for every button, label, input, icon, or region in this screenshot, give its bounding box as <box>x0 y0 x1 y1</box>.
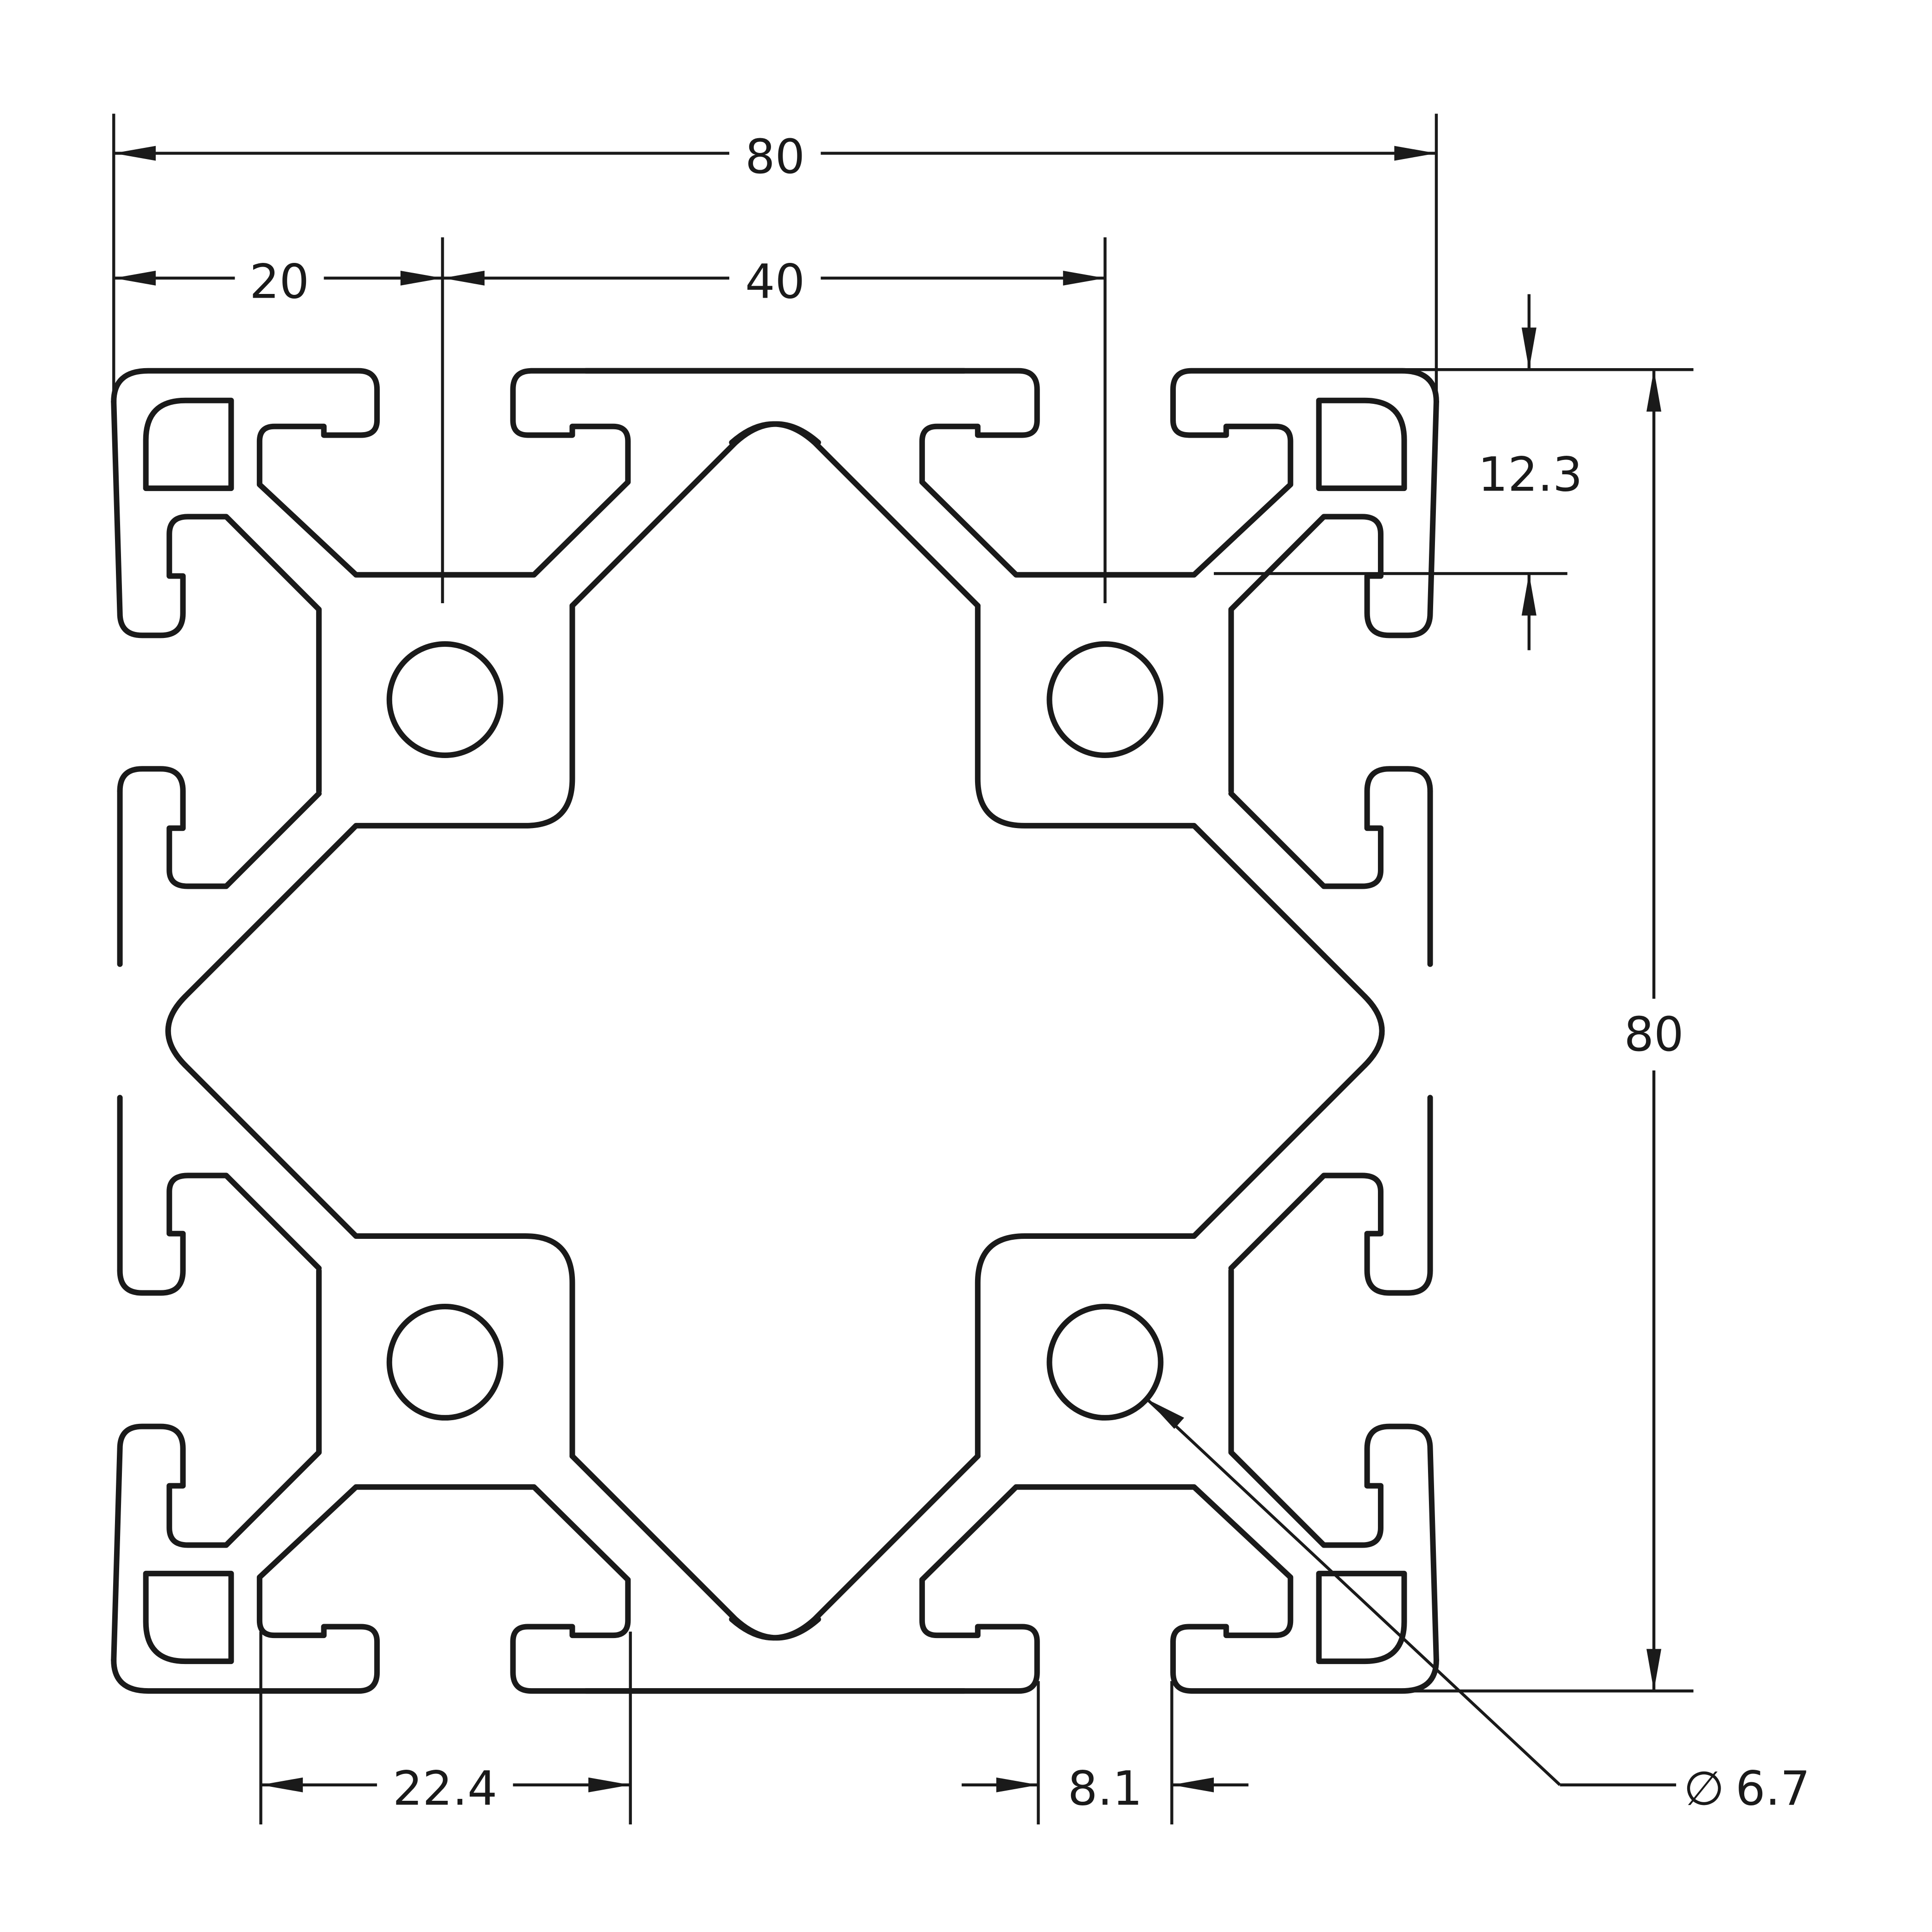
dim-overall-height: 80 <box>1404 370 1694 1693</box>
dim-overall-height-label: 80 <box>1624 1007 1684 1062</box>
dim-slot-pitch-center: 40 <box>442 237 1107 604</box>
dim-slot-depth: 12.3 <box>1214 294 1694 650</box>
dim-slot-depth-label: 12.3 <box>1478 447 1583 502</box>
dim-hole-diameter: ∅ 6.7 <box>1146 1398 1810 1816</box>
dim-slot-pitch-left-label: 20 <box>249 255 309 309</box>
dim-slot-pitch-left: 20 <box>114 237 444 604</box>
dim-slot-span: 22.4 <box>259 1632 632 1825</box>
dim-slot-span-label: 22.4 <box>393 1761 497 1816</box>
dim-slot-pitch-center-label: 40 <box>745 255 805 309</box>
dim-overall-width: 80 <box>112 114 1438 396</box>
diameter-symbol: ∅ <box>1683 1761 1724 1816</box>
extrusion-profile <box>114 371 1436 1691</box>
dim-hole-diameter-label: 6.7 <box>1735 1761 1810 1816</box>
dim-slot-opening: 8.1 <box>962 1681 1249 1825</box>
dim-slot-opening-label: 8.1 <box>1068 1761 1142 1816</box>
dim-overall-width-label: 80 <box>745 129 805 184</box>
